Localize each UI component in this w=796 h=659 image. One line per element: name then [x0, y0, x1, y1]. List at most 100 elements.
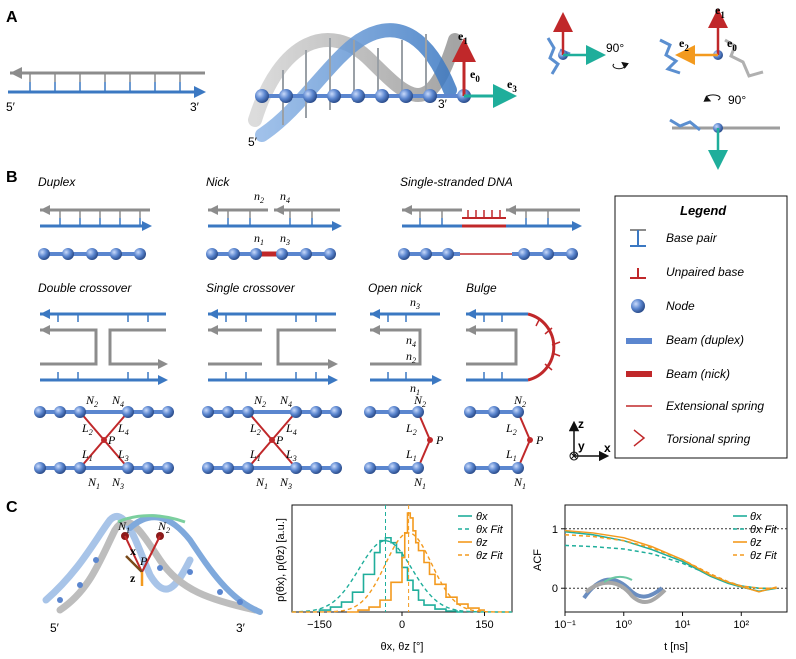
panel-c-letter: C — [6, 499, 18, 516]
ssdna-diagram — [398, 205, 582, 260]
title-nick: Nick — [206, 175, 230, 189]
legend-node: Node — [666, 299, 695, 313]
acf-series-group — [564, 529, 777, 593]
svg-text:N1: N1 — [255, 475, 268, 491]
hist-legend-label-2: θz — [476, 537, 488, 549]
acf-ytick-label-0: 0 — [552, 583, 558, 595]
svg-text:P: P — [107, 433, 116, 447]
hist-legend-label-3: θz Fit — [476, 550, 504, 562]
legend-beam-duplex-swatch — [626, 338, 652, 344]
bulge-labels: N2 L2 P L1 N1 — [505, 393, 544, 491]
svg-text:x: x — [130, 544, 136, 558]
title-bulge: Bulge — [466, 281, 497, 295]
title-duplex: Duplex — [38, 175, 76, 189]
hist-xtick-label-1: 0 — [399, 619, 405, 631]
hist-fit-3 — [292, 532, 513, 613]
nick-n2-label: n2 — [254, 189, 264, 205]
panel-c-structure-labels: N1 N2 x P z — [117, 519, 170, 585]
legend-torsional-spring: Torsional spring — [666, 432, 751, 446]
acf-xlabel: t [ns] — [664, 641, 688, 653]
view-e2-label: e2 — [679, 36, 689, 53]
svg-text:P: P — [535, 433, 544, 447]
view-e0-label: e0 — [727, 36, 737, 53]
svg-text:L1: L1 — [249, 447, 261, 463]
legend-extensional-spring: Extensional spring — [666, 399, 764, 413]
acf-xtick-label-2: 10¹ — [675, 619, 691, 631]
acf-series-1 — [564, 544, 777, 589]
svg-text:N2: N2 — [85, 393, 98, 409]
svg-text:N3: N3 — [111, 475, 124, 491]
axis-y-label: y — [578, 439, 585, 453]
bulge-diagram — [464, 309, 561, 474]
acf-series-3 — [564, 533, 777, 589]
svg-text:n2: n2 — [406, 349, 416, 365]
hist-legend-label-0: θx — [476, 511, 488, 523]
svg-text:P: P — [275, 433, 284, 447]
acf-xtick-label-0: 10⁻¹ — [554, 619, 576, 631]
title-double-crossover: Double crossover — [38, 281, 132, 295]
panel-c-3prime-label: 3′ — [236, 621, 246, 635]
svg-text:L2: L2 — [405, 421, 417, 437]
svg-text:L3: L3 — [117, 447, 129, 463]
legend-unpaired-swatch — [630, 268, 646, 279]
svg-text:N3: N3 — [279, 475, 292, 491]
hist-fit-1 — [291, 540, 512, 613]
hist-ylabel: p(θx), p(θz) [a.u.] — [275, 518, 287, 602]
svg-text:L2: L2 — [249, 421, 261, 437]
sx-node-labels: N2 N4 L2 P L4 L1 L3 N1 N3 — [249, 393, 297, 491]
panel-c-5prime-label: 5′ — [50, 621, 60, 635]
svg-text:n4: n4 — [406, 333, 416, 349]
svg-text:L2: L2 — [81, 421, 93, 437]
legend-base-pair: Base pair — [666, 231, 718, 245]
legend-unpaired-base: Unpaired base — [666, 265, 744, 279]
svg-text:P: P — [435, 433, 444, 447]
hist-xtick-label-2: 150 — [475, 619, 493, 631]
open-nick-diagram — [364, 309, 442, 474]
svg-text:L3: L3 — [285, 447, 297, 463]
svg-text:N2: N2 — [513, 393, 526, 409]
svg-text:L1: L1 — [405, 447, 417, 463]
svg-text:L1: L1 — [505, 447, 517, 463]
helix-3prime-label: 3′ — [438, 97, 448, 111]
svg-text:P: P — [139, 554, 148, 568]
svg-text:N1: N1 — [413, 475, 426, 491]
svg-text:L4: L4 — [117, 421, 129, 437]
legend-node-swatch — [631, 299, 645, 313]
acf-legend-label-3: θz Fit — [750, 550, 778, 562]
svg-text:N2: N2 — [253, 393, 266, 409]
hist-xtick-label-0: −150 — [307, 619, 332, 631]
nick-n1-label: n1 — [254, 231, 264, 247]
acf-xtick-label-3: 10² — [733, 619, 749, 631]
duplex-3prime-label: 3′ — [190, 100, 200, 114]
legend-title: Legend — [680, 203, 727, 218]
hist-xlabel: θx, θz [°] — [381, 641, 424, 653]
panel-b-letter: B — [6, 169, 18, 186]
svg-text:n3: n3 — [410, 295, 420, 311]
duplex-5prime-label: 5′ — [6, 100, 16, 114]
helix-e1-label: e1 — [458, 29, 468, 46]
acf-legend-label-1: θx Fit — [750, 524, 778, 536]
helix-e3-label: e3 — [507, 77, 517, 94]
svg-text:N1: N1 — [117, 519, 130, 535]
legend-beam-nick-swatch — [626, 371, 652, 377]
legend-beam-nick: Beam (nick) — [666, 367, 730, 381]
double-crossover-diagram — [34, 309, 174, 474]
helix-5prime-label: 5′ — [248, 135, 258, 149]
hist-legend-label-1: θx Fit — [476, 524, 504, 536]
panel-a-duplex-schematic — [8, 67, 206, 98]
open-nick-labels: n3 n4 n2 n1 N2 L2 P L1 N1 — [405, 295, 444, 491]
nick-n3-label: n3 — [280, 231, 290, 247]
hist-series-2 — [347, 512, 485, 613]
axis-z-label: z — [578, 417, 584, 431]
acf-ytick-label-1: 1 — [552, 524, 558, 536]
legend-base-pair-swatch — [630, 229, 646, 247]
dx-node-labels: N2 N4 L2 P L4 L1 L3 N1 N3 — [81, 393, 129, 491]
legend-box: Legend Base pair Unpaired base Node Beam… — [614, 195, 788, 459]
svg-text:L1: L1 — [81, 447, 93, 463]
acf-frame — [564, 504, 788, 613]
svg-text:L4: L4 — [285, 421, 297, 437]
